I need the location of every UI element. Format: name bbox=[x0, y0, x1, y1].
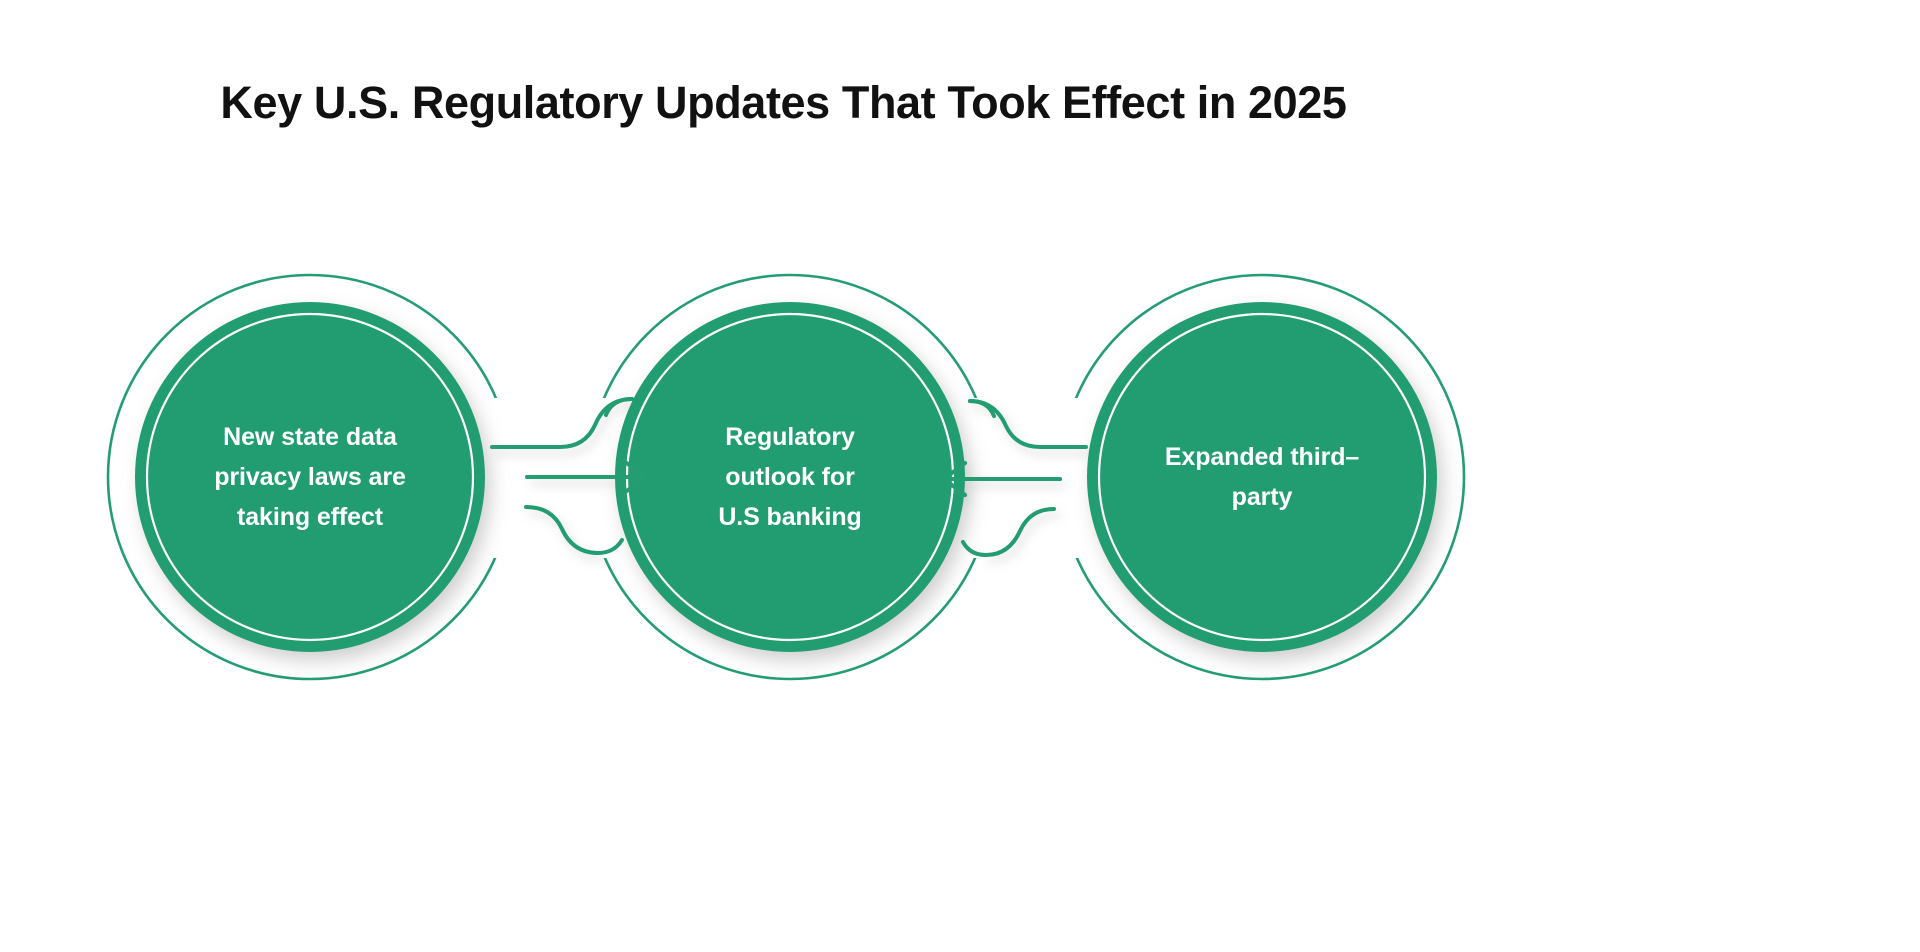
node-1-shape[interactable] bbox=[135, 302, 485, 652]
connector-1-notch-top bbox=[604, 397, 634, 417]
page-title: Key U.S. Regulatory Updates That Took Ef… bbox=[220, 77, 1347, 128]
node-2-shape[interactable] bbox=[615, 302, 965, 652]
connector-overlay-group bbox=[596, 397, 996, 557]
node-3-shape[interactable] bbox=[1087, 302, 1437, 652]
node-1-inner-ring bbox=[145, 312, 475, 642]
arrowhead-group bbox=[525, 459, 1062, 497]
node-2-circle[interactable] bbox=[615, 302, 965, 652]
node-3-circle[interactable] bbox=[1087, 302, 1437, 652]
node-1-circle[interactable] bbox=[135, 302, 485, 652]
connector-2-notch-bottom bbox=[961, 540, 988, 557]
connector-2-notch-top bbox=[968, 399, 996, 418]
right-arrow-icon bbox=[525, 459, 647, 495]
node-circle-group bbox=[135, 302, 1437, 652]
left-arrow-icon bbox=[942, 461, 1062, 497]
node-3-inner-ring bbox=[1097, 312, 1427, 642]
outer-ring-node-1 bbox=[106, 273, 514, 681]
connector-1-notch-bottom bbox=[596, 538, 624, 555]
